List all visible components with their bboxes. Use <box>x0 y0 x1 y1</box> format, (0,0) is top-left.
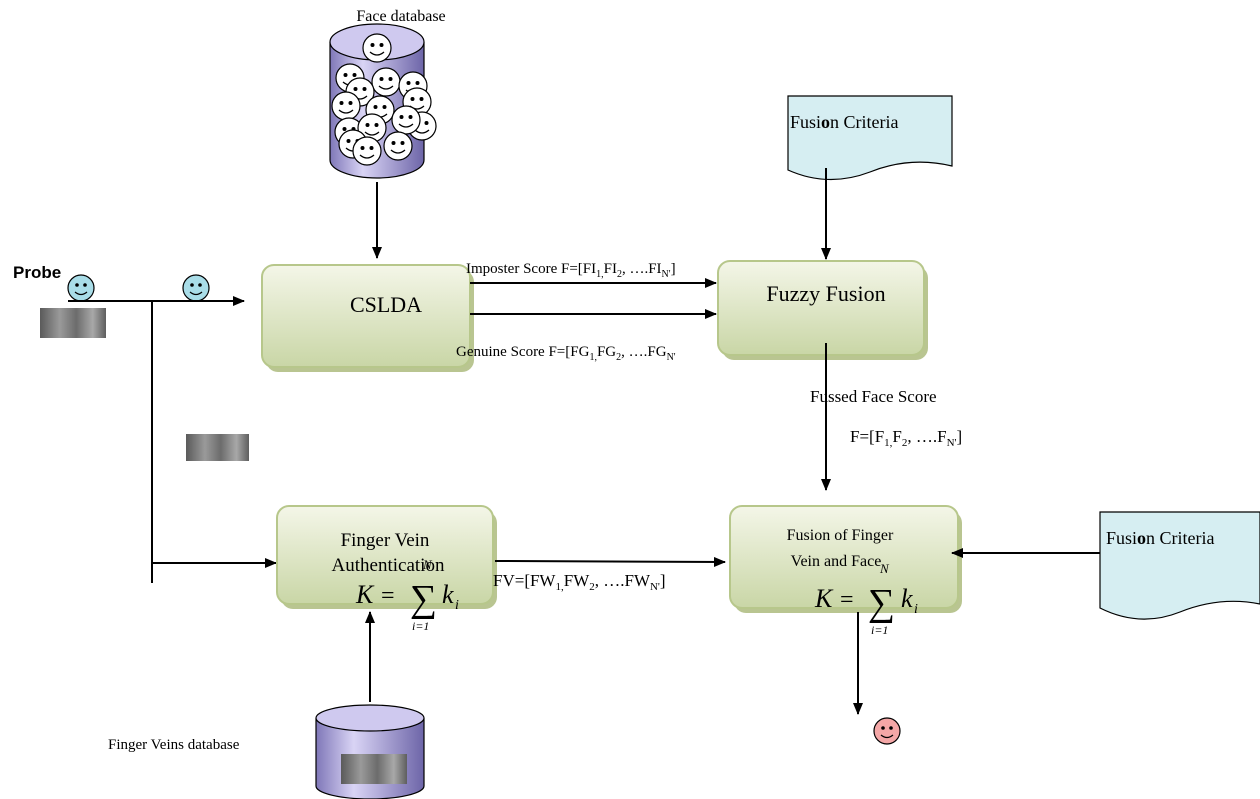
finger-vein-label-line2: Authentication <box>332 555 445 576</box>
finger-veins-database-label: Finger Veins database <box>108 737 240 753</box>
fusion-criteria-label-top: Fusion Criteria <box>790 112 899 132</box>
svg-text:∑: ∑ <box>410 578 437 620</box>
fused-face-score-formula: F=[F1,F2, ….FN'] <box>850 427 962 449</box>
fusion-box-label-line2: Vein and Face <box>791 553 882 570</box>
fusion-criteria-document-top <box>787 95 953 181</box>
svg-text:i: i <box>914 602 918 617</box>
fusion-criteria-label-right: Fusion Criteria <box>1106 528 1215 548</box>
svg-text:i=1: i=1 <box>412 619 429 633</box>
probe-label: Probe <box>13 263 61 282</box>
svg-text:k: k <box>901 584 913 613</box>
finger-veins-database-cylinder <box>315 704 425 799</box>
summation-formula-left: K = ∑ N i=1 k i <box>355 557 459 633</box>
fuzzy-fusion-box <box>717 260 928 360</box>
cslda-box <box>261 264 474 372</box>
svg-text:∑: ∑ <box>868 582 895 624</box>
svg-text:K: K <box>814 584 834 613</box>
finger-vein-authentication-box <box>276 505 497 609</box>
probe-face-icon <box>67 274 95 302</box>
svg-text:k: k <box>442 580 454 609</box>
svg-text:=: = <box>840 587 854 613</box>
fusion-criteria-document-right <box>1099 511 1260 620</box>
svg-text:N: N <box>422 557 433 572</box>
arrow-fingervein-to-fusion <box>494 556 726 567</box>
svg-text:K: K <box>355 580 375 609</box>
fuzzy-fusion-label: Fuzzy Fusion <box>766 281 885 306</box>
svg-text:=: = <box>381 583 395 609</box>
cslda-label: CSLDA <box>350 292 422 317</box>
face-database-label: Face database <box>356 8 445 25</box>
vein-image-thumbnail <box>186 434 249 461</box>
output-face-icon <box>873 717 901 745</box>
probe-face-icon-2 <box>182 274 210 302</box>
finger-vein-label-line1: Finger Vein <box>341 530 430 551</box>
svg-text:N: N <box>879 561 890 576</box>
svg-text:i: i <box>455 598 459 613</box>
fusion-box-label-line1: Fusion of Finger <box>787 527 894 544</box>
summation-formula-right: K = ∑ N i=1 k i <box>814 561 918 637</box>
finger-vein-image <box>341 754 407 784</box>
fused-face-score-title: Fussed Face Score <box>810 387 937 406</box>
fusion-finger-vein-face-box <box>729 505 962 613</box>
probe-vein-image <box>40 308 106 338</box>
fv-score-label: FV=[FW1,FW2, ….FWN'] <box>493 571 666 593</box>
genuine-score-label: Genuine Score F=[FG1,FG2, ….FGN' <box>456 344 676 363</box>
svg-text:i=1: i=1 <box>871 623 888 637</box>
imposter-score-label: Imposter Score F=[FI1,FI2, ….FIN'] <box>466 261 676 280</box>
